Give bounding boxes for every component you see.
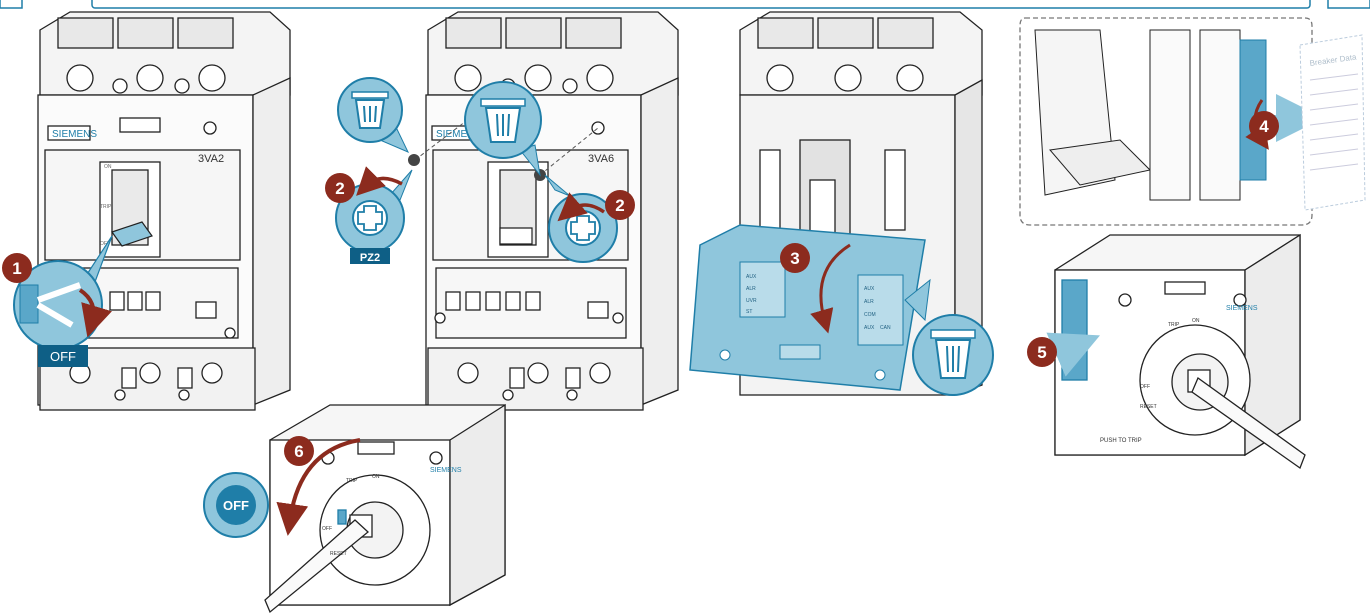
trash-callout-2 [464, 81, 542, 177]
callout-off-switch [13, 235, 113, 350]
rotate-arrow-6 [276, 438, 361, 536]
breaker-handle-1 [111, 221, 153, 247]
rh-brand: SIEMENS [1226, 305, 1258, 312]
step-badge-1-text: 1 [12, 259, 21, 278]
rh-reset: RESET [1140, 404, 1157, 410]
step-badge-2a-text: 2 [335, 179, 344, 198]
acc-label-6: ALR [864, 299, 874, 305]
model-label-2: 3VA6 [588, 153, 614, 165]
bh-brand: SIEMENS [430, 467, 462, 474]
trash-callout-1 [337, 77, 410, 153]
step-badge-1: 1 [2, 253, 32, 283]
bh-off: OFF [322, 526, 332, 532]
on-label-1: ON [104, 164, 112, 170]
detail-box [1019, 17, 1366, 226]
step-badge-2b: 2 [605, 190, 635, 220]
brand-label-1: SIEMENS [52, 129, 97, 140]
acc-label-7: COM [864, 312, 876, 318]
pz2-tag [350, 248, 390, 264]
rh-off: OFF [1140, 384, 1150, 390]
off-label-1: OFF [100, 241, 110, 247]
insert-arrow [810, 243, 851, 334]
acc-label-8: AUX [864, 325, 875, 331]
off-tag-label: OFF [50, 349, 76, 364]
rh-push: PUSH TO TRIP [1100, 438, 1142, 444]
step-badge-3: 3 [780, 243, 810, 273]
rotate-arrow-1 [356, 166, 403, 196]
step-badge-6-text: 6 [294, 442, 303, 461]
rh-trip: TRIP [1168, 322, 1180, 328]
top-frame [0, 0, 1370, 9]
step-badge-2b-text: 2 [615, 196, 624, 215]
model-label-1: 3VA2 [198, 153, 224, 165]
bh-trip: TRIP [346, 478, 358, 484]
rh-on: ON [1192, 318, 1200, 324]
rotary-handle-bottom [264, 403, 506, 614]
brand-label-2: SIEMENS [436, 129, 481, 140]
insert-arrow-5 [1046, 332, 1100, 377]
acc-label-4: ST [746, 309, 752, 315]
pz2-tag-label: PZ2 [360, 252, 380, 264]
step-badge-5-text: 5 [1037, 343, 1046, 362]
bh-reset: RESET [330, 551, 347, 557]
breaker-handle-2 [499, 227, 533, 245]
trip-label-1: TRIP [100, 204, 112, 210]
step-badge-4-text: 4 [1259, 117, 1269, 136]
accessory-cover [689, 224, 926, 391]
step-badge-6: 6 [284, 436, 314, 466]
trash-callout-3 [904, 278, 994, 396]
acc-label-3: UVR [746, 298, 757, 304]
rotate-arrow-2 [557, 192, 606, 222]
acc-label-9: CAN [880, 325, 891, 331]
off-tag [38, 345, 88, 367]
step-badge-4: 4 [1249, 111, 1279, 141]
off-button-inner [216, 485, 256, 525]
breaker-3va6 [425, 11, 679, 411]
step-badge-5: 5 [1027, 337, 1057, 367]
acc-label-5: AUX [864, 286, 875, 292]
step-badge-3-text: 3 [790, 249, 799, 268]
acc-label-1: AUX [746, 274, 757, 280]
rotary-handle-right [1054, 233, 1306, 470]
step-badge-2a: 2 [325, 173, 355, 203]
bh-on: ON [372, 474, 380, 480]
off-button-label: OFF [223, 498, 249, 513]
acc-label-2: ALR [746, 286, 756, 292]
